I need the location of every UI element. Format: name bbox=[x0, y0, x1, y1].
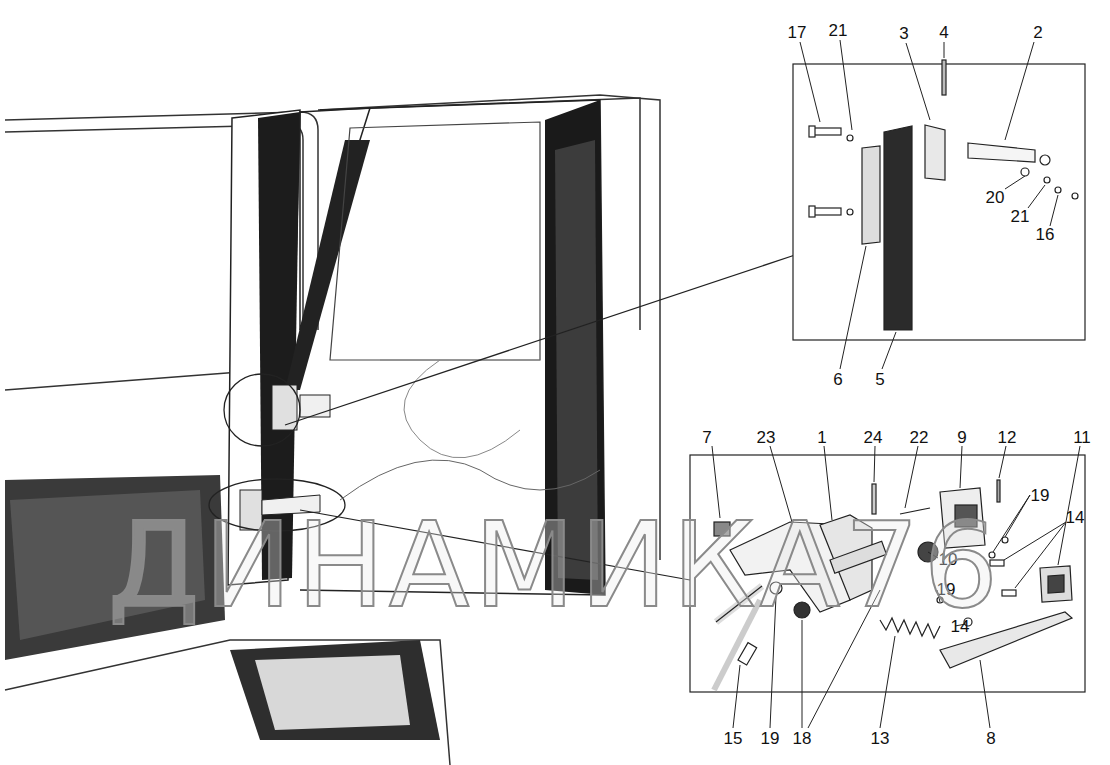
callout-number: 20 bbox=[986, 189, 1005, 206]
callout-number: 5 bbox=[875, 371, 884, 388]
callout-number: 7 bbox=[702, 429, 711, 446]
callout-number: 14 bbox=[1066, 509, 1085, 526]
callout-number: 19 bbox=[761, 730, 780, 747]
callout-number: 9 bbox=[957, 429, 966, 446]
callout-number: 3 bbox=[899, 25, 908, 42]
callout-number: 8 bbox=[986, 730, 995, 747]
callout-number: 13 bbox=[871, 730, 890, 747]
callout-number: 11 bbox=[1073, 429, 1091, 446]
callout-number: 2 bbox=[1033, 24, 1042, 41]
callout-number: 12 bbox=[998, 429, 1017, 446]
callout-number: 23 bbox=[757, 429, 776, 446]
callout-number: 1 bbox=[817, 429, 826, 446]
callout-number: 21 bbox=[829, 22, 848, 39]
callout-number: 6 bbox=[833, 371, 842, 388]
callout-number: 21 bbox=[1011, 208, 1030, 225]
callout-number: 16 bbox=[1036, 226, 1055, 243]
callout-number: 4 bbox=[939, 24, 948, 41]
callout-number: 19 bbox=[1031, 487, 1050, 504]
callout-number: 22 bbox=[910, 429, 929, 446]
callout-number: 15 bbox=[724, 730, 743, 747]
callout-number: 24 bbox=[864, 429, 883, 446]
callout-number: 17 bbox=[788, 24, 807, 41]
watermark: ДИНАМИКА76 bbox=[108, 506, 1003, 624]
callout-number: 18 bbox=[793, 730, 812, 747]
